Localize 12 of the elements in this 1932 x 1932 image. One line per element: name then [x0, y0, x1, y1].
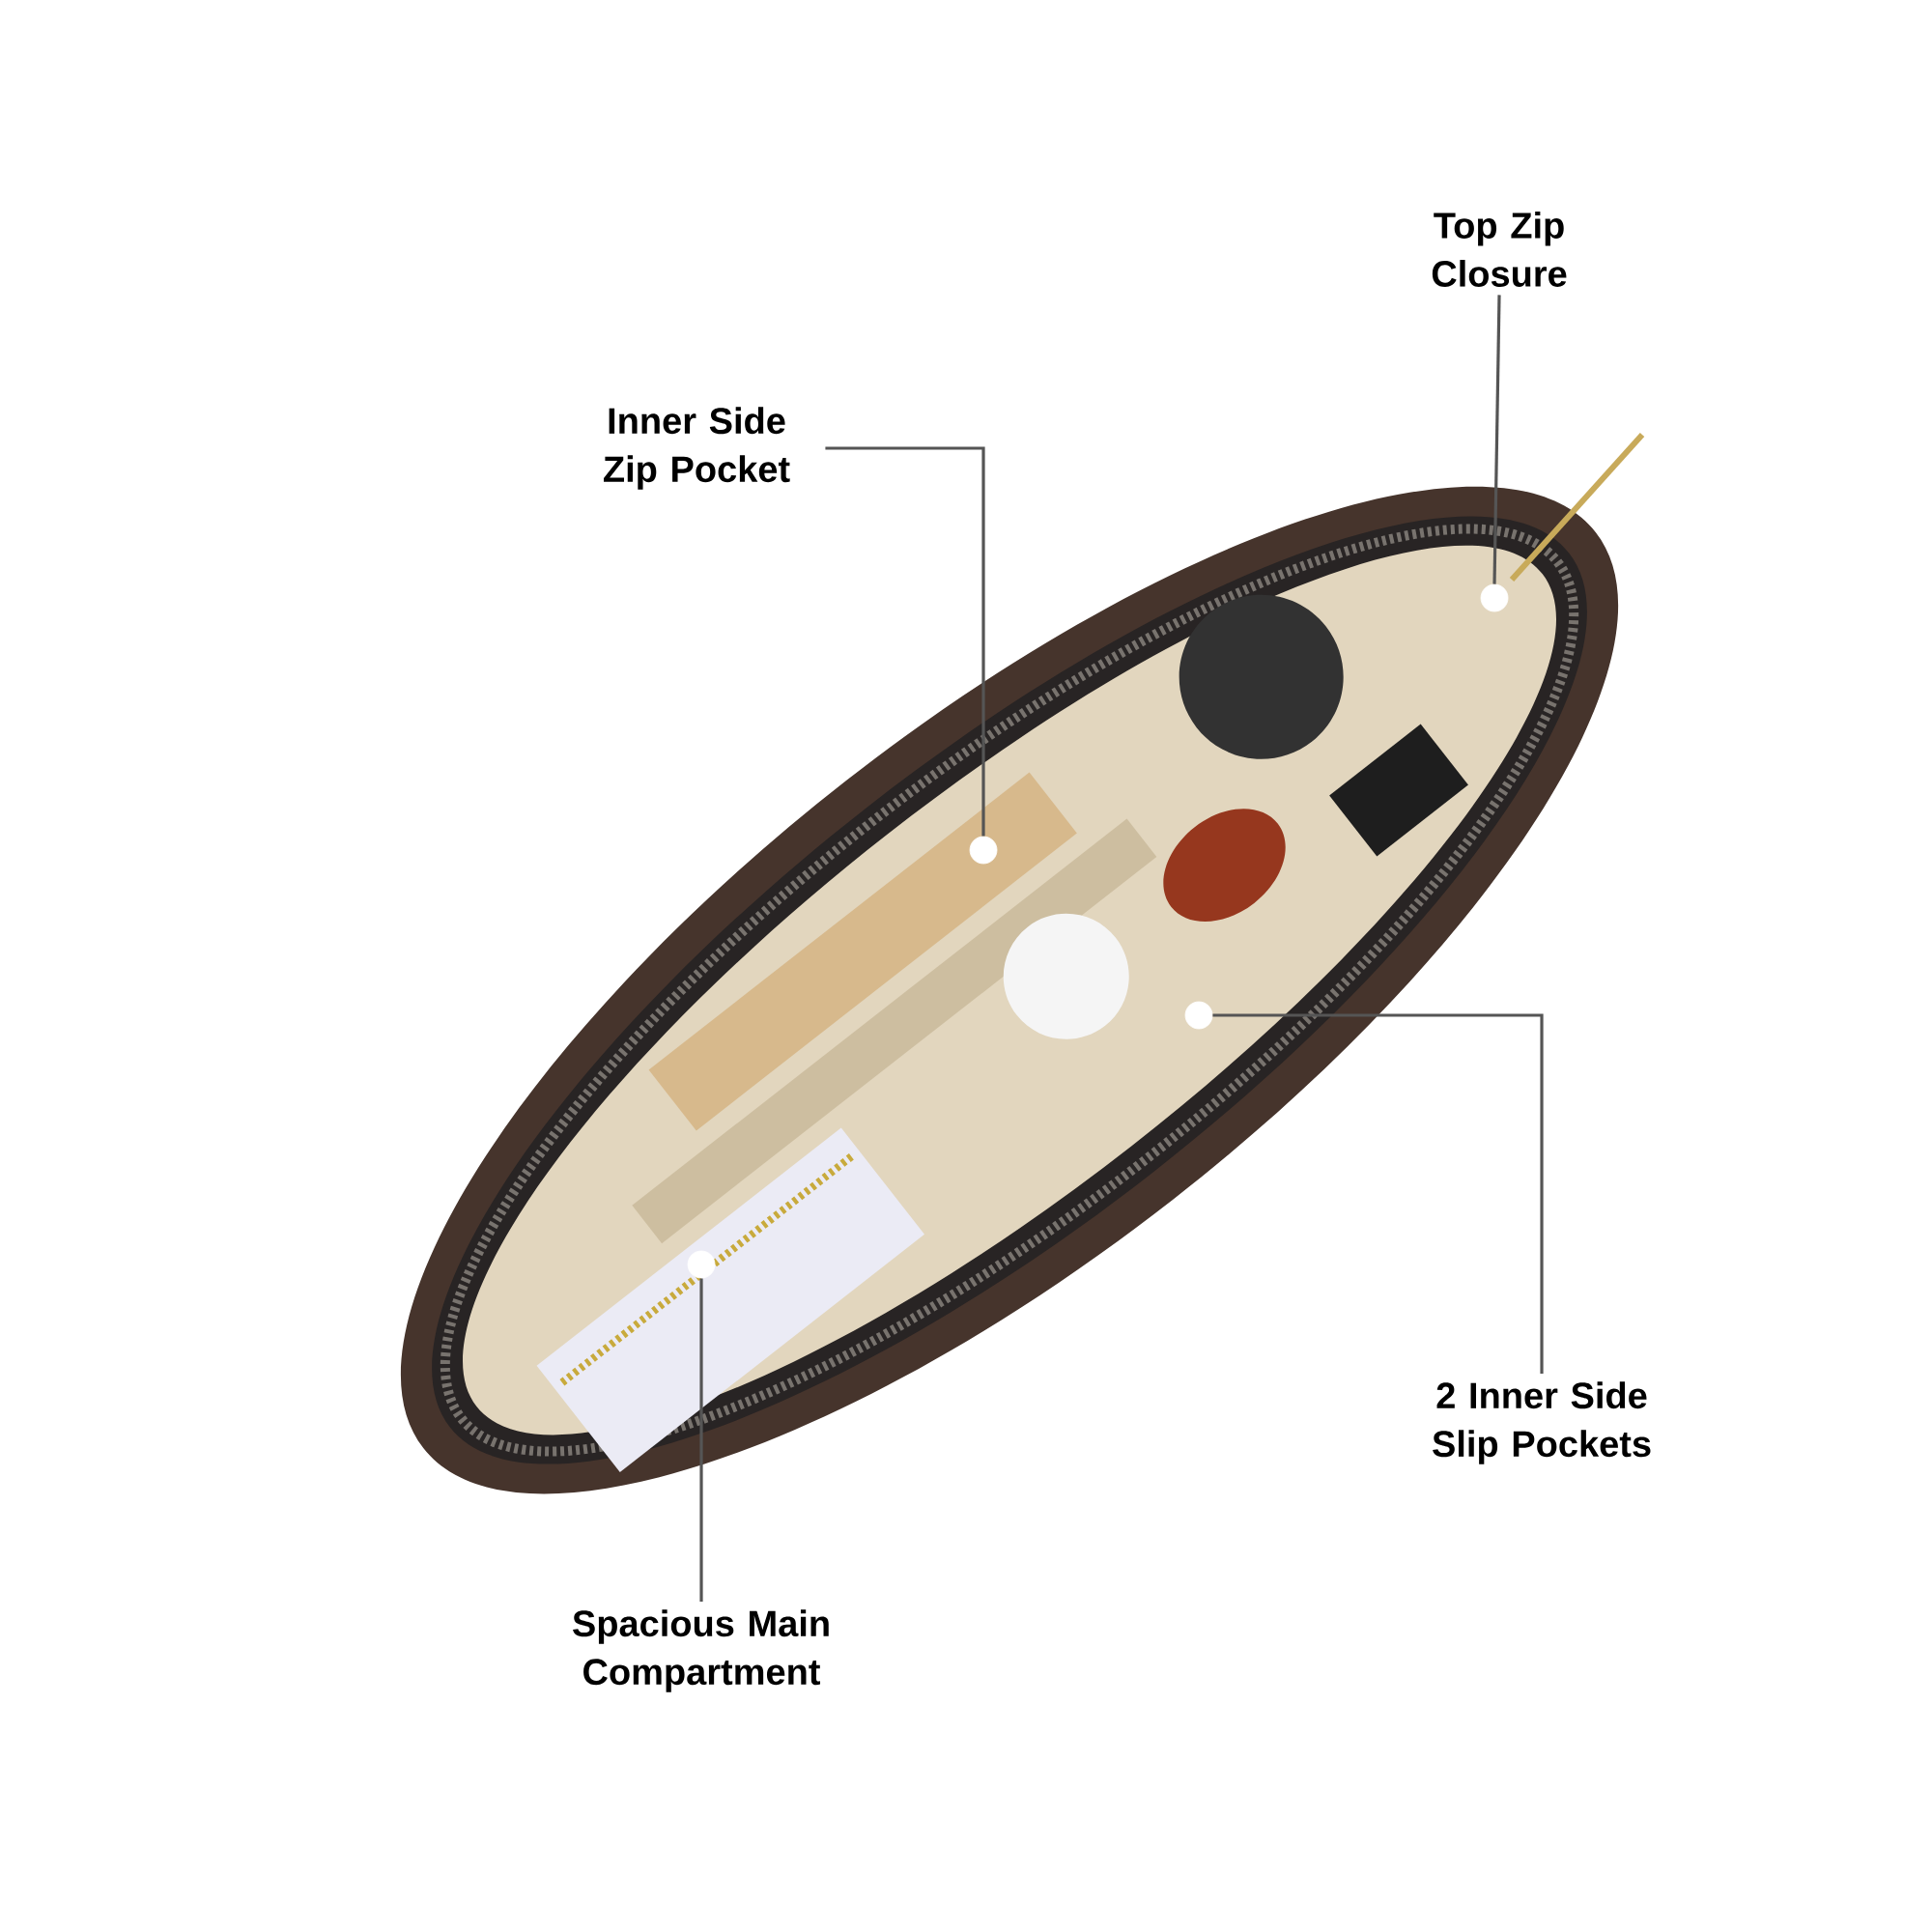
callout-label: Top Zip Closure [1432, 212, 1567, 287]
marker-dot [687, 1250, 716, 1279]
callout-label: Inner Side Zip Pocket [604, 407, 790, 490]
marker-dot [1480, 583, 1509, 612]
marker-dot [1184, 1001, 1213, 1030]
leader-line [1212, 1013, 1544, 1374]
callout-label: 2 Inner Side Slip Pockets [1433, 1381, 1651, 1464]
leader-line [825, 446, 985, 837]
leader-line [699, 1278, 703, 1602]
leader-line [1492, 295, 1501, 584]
marker-dot [969, 836, 998, 865]
callout-label: Spacious Main Compartment [573, 1609, 829, 1692]
